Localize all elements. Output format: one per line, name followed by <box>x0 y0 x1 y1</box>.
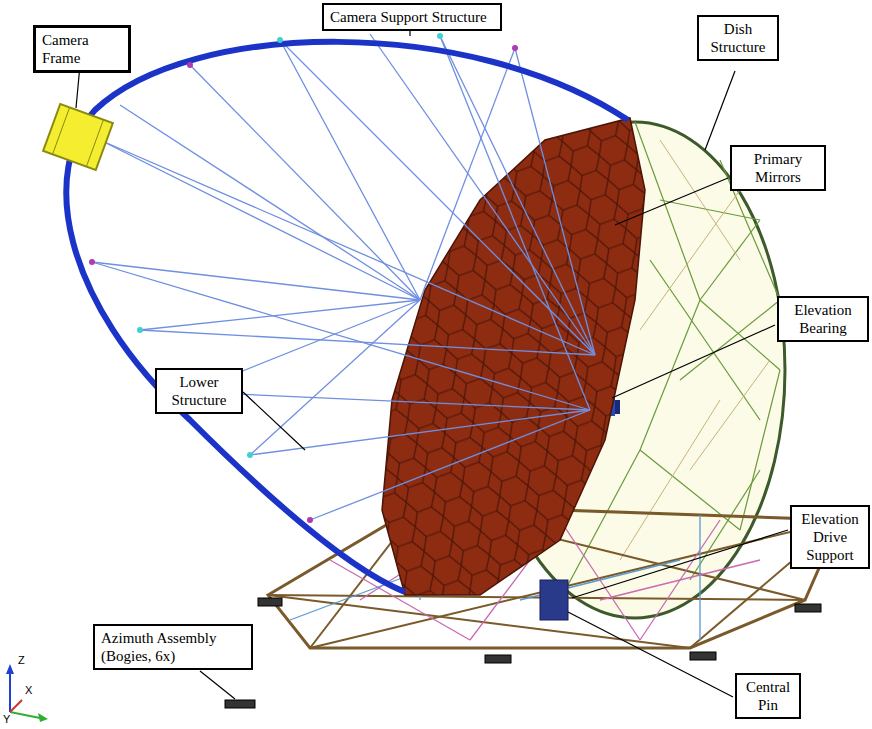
axis-label: X <box>25 684 32 696</box>
axis-triad <box>6 664 48 722</box>
callout-text: Primary Mirrors <box>738 150 818 186</box>
callout-box: Primary Mirrors <box>730 145 826 191</box>
callout-box: Elevation Drive Support <box>790 505 870 569</box>
callout-text: Camera Support Structure <box>330 8 494 26</box>
callout-box: Azimuth Assembly (Bogies, 6x) <box>93 624 253 670</box>
callout-box: Camera Frame <box>33 25 131 73</box>
callout-box: Lower Structure <box>155 368 243 414</box>
callout-text: Dish Structure <box>705 20 771 56</box>
arc-joint <box>89 33 518 523</box>
callout-box: Elevation Bearing <box>777 296 869 342</box>
callout-box: Camera Support Structure <box>322 3 502 31</box>
callout-text: Elevation Drive Support <box>798 510 862 564</box>
camera-frame-shape <box>43 104 113 170</box>
leader-line <box>76 29 788 699</box>
callout-box: Central Pin <box>735 673 801 719</box>
axis-label: Z <box>18 654 25 666</box>
primary-mirrors <box>382 118 645 595</box>
callout-text: Elevation Bearing <box>785 301 861 337</box>
axis-label: Y <box>3 713 10 725</box>
callout-box: Dish Structure <box>697 15 779 61</box>
callout-text: Central Pin <box>743 678 793 714</box>
callout-text: Azimuth Assembly (Bogies, 6x) <box>101 629 245 665</box>
camera-support-arc <box>66 42 628 592</box>
callout-text: Camera Frame <box>42 31 122 67</box>
callout-text: Lower Structure <box>163 373 235 409</box>
support-cables <box>92 34 595 520</box>
